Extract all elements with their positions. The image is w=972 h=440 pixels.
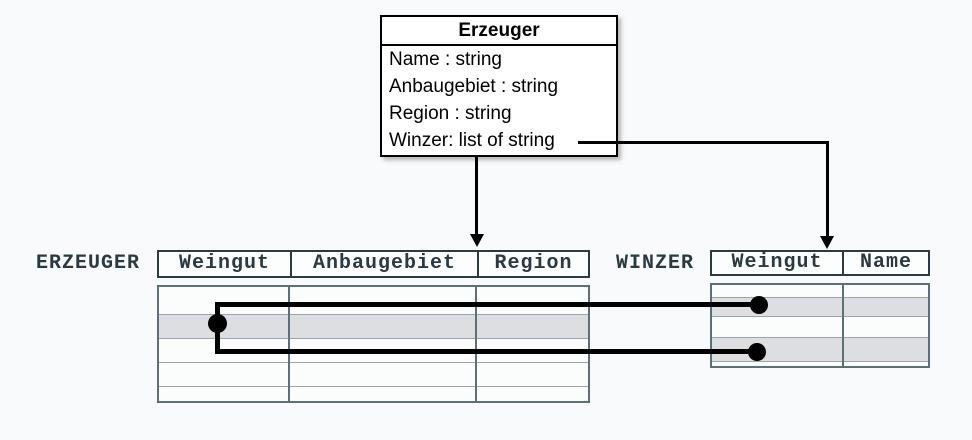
winzer-table-header: Weingut Name	[710, 250, 930, 276]
erzeuger-highlighted-row	[159, 314, 588, 338]
class-attribute-anbaugebiet: Anbaugebiet : string	[389, 76, 559, 97]
relation-endpoint-winzer-2-icon	[748, 343, 766, 361]
erzeuger-col-anbaugebiet: Anbaugebiet	[290, 252, 477, 276]
column-divider	[288, 287, 290, 401]
relation-endpoint-erzeuger-icon	[208, 314, 227, 333]
class-attribute-winzer: Winzer: list of string	[389, 130, 555, 151]
winzer-table-body	[710, 283, 930, 368]
erzeuger-table-header: Weingut Anbaugebiet Region	[157, 250, 590, 278]
arrow-line-winzer-vertical	[826, 141, 829, 238]
winzer-col-weingut: Weingut	[731, 251, 823, 274]
arrowhead-down-winzer-icon	[820, 236, 834, 249]
arrowhead-down-erzeuger-icon	[470, 234, 484, 247]
row-divider	[159, 362, 588, 363]
row-divider	[159, 314, 588, 315]
row-divider	[712, 297, 928, 298]
row-divider	[712, 316, 928, 317]
arrow-line-winzer-horizontal	[578, 141, 829, 144]
class-title: Erzeuger	[382, 17, 616, 46]
winzer-col-name: Name	[842, 252, 928, 274]
relation-line-upper	[215, 302, 762, 307]
winzer-table-label: WINZER	[616, 252, 695, 275]
relation-endpoint-winzer-1-icon	[750, 296, 768, 314]
erzeuger-col-region: Region	[477, 252, 588, 276]
class-attribute-name: Name : string	[389, 49, 502, 70]
row-divider	[159, 386, 588, 387]
class-attribute-region: Region : string	[389, 103, 512, 124]
erzeuger-col-weingut: Weingut	[178, 252, 270, 275]
class-box-erzeuger: Erzeuger Name : string Anbaugebiet : str…	[380, 15, 618, 157]
row-divider	[712, 361, 928, 362]
column-divider	[475, 287, 477, 401]
row-divider	[712, 337, 928, 338]
column-divider	[842, 285, 844, 366]
relation-line-lower	[215, 349, 759, 354]
row-divider	[159, 338, 588, 339]
arrow-line-to-erzeuger	[475, 157, 478, 237]
erzeuger-table-label: ERZEUGER	[36, 252, 141, 275]
